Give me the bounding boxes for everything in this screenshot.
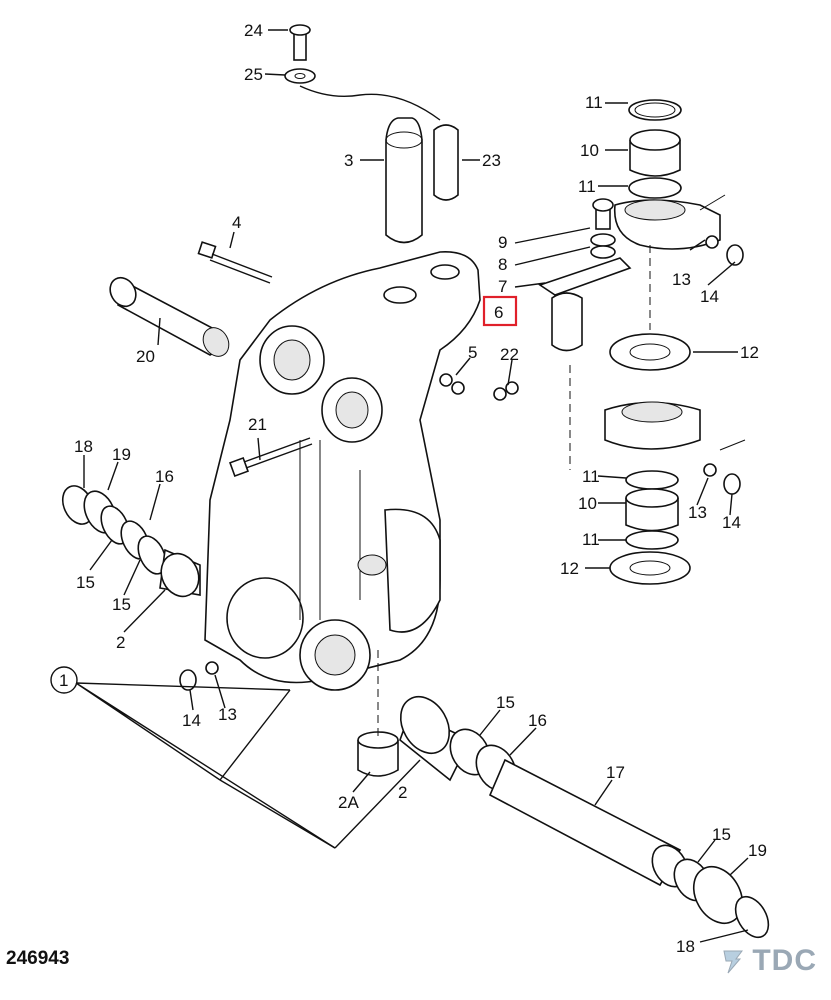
- tdc-logo-icon: [723, 950, 744, 974]
- bolt-21: [229, 437, 313, 477]
- bush-2a: [357, 731, 399, 777]
- label-3: 3: [344, 151, 353, 170]
- label-14-c: 14: [182, 711, 201, 730]
- part-labels: 24 25 3 23 11 10 11 9 8 7 6 4 13 14 20 5…: [59, 21, 767, 956]
- pin-20: [109, 276, 230, 357]
- label-16-a: 16: [155, 467, 174, 486]
- label-18-a: 18: [74, 437, 93, 456]
- brand-logo: TDC: [718, 944, 817, 978]
- label-8: 8: [498, 255, 507, 274]
- center-lines: [377, 194, 746, 740]
- highlight-box: [482, 295, 518, 327]
- label-15-a: 15: [76, 573, 95, 592]
- brand-name: TDC: [752, 944, 817, 977]
- label-12-a: 12: [740, 343, 759, 362]
- drawing-number: 246943: [6, 948, 70, 969]
- label-6: 6: [494, 303, 503, 322]
- upper-bushing-stack: [613, 99, 721, 250]
- label-2-b: 2: [398, 783, 407, 802]
- grease-fittings: [179, 235, 744, 691]
- label-20: 20: [136, 347, 155, 366]
- swing-frame-body: [204, 251, 481, 691]
- label-14-b: 14: [722, 513, 741, 532]
- label-15-c: 15: [496, 693, 515, 712]
- label-13-c: 13: [218, 705, 237, 724]
- callout-1-circle: [50, 666, 78, 694]
- label-2a: 2A: [338, 793, 359, 812]
- label-10-b: 10: [578, 494, 597, 513]
- label-12-b: 12: [560, 559, 579, 578]
- label-15-b: 15: [112, 595, 131, 614]
- lower-pin-assembly: [399, 695, 770, 939]
- left-seal-stack: [61, 485, 201, 598]
- label-5: 5: [468, 343, 477, 362]
- nuts-5-22: [439, 373, 519, 401]
- label-13-a: 13: [672, 270, 691, 289]
- label-25: 25: [244, 65, 263, 84]
- label-10-a: 10: [580, 141, 599, 160]
- label-11-b: 11: [578, 177, 596, 196]
- washer-12-upper: [609, 333, 691, 371]
- label-17: 17: [606, 763, 625, 782]
- top-pin-assembly: [284, 24, 459, 244]
- label-19-b: 19: [748, 841, 767, 860]
- label-11-d: 11: [582, 530, 600, 549]
- label-9: 9: [498, 233, 507, 252]
- label-11-a: 11: [585, 93, 603, 112]
- label-16-b: 16: [528, 711, 547, 730]
- lower-bushing-stack: [604, 401, 701, 585]
- label-13-b: 13: [688, 503, 707, 522]
- label-19-a: 19: [112, 445, 131, 464]
- bolt-4: [197, 241, 273, 284]
- label-15-d: 15: [712, 825, 731, 844]
- label-14-a: 14: [700, 287, 719, 306]
- leader-lines: [75, 29, 749, 943]
- label-18-b: 18: [676, 937, 695, 956]
- label-7: 7: [498, 277, 507, 296]
- label-4: 4: [232, 213, 241, 232]
- label-22: 22: [500, 345, 519, 364]
- label-1: 1: [59, 671, 68, 690]
- locking-plate-6: [538, 198, 632, 352]
- label-23: 23: [482, 151, 501, 170]
- label-21: 21: [248, 415, 267, 434]
- label-11-c: 11: [582, 467, 600, 486]
- label-2-a: 2: [116, 633, 125, 652]
- label-24: 24: [244, 21, 263, 40]
